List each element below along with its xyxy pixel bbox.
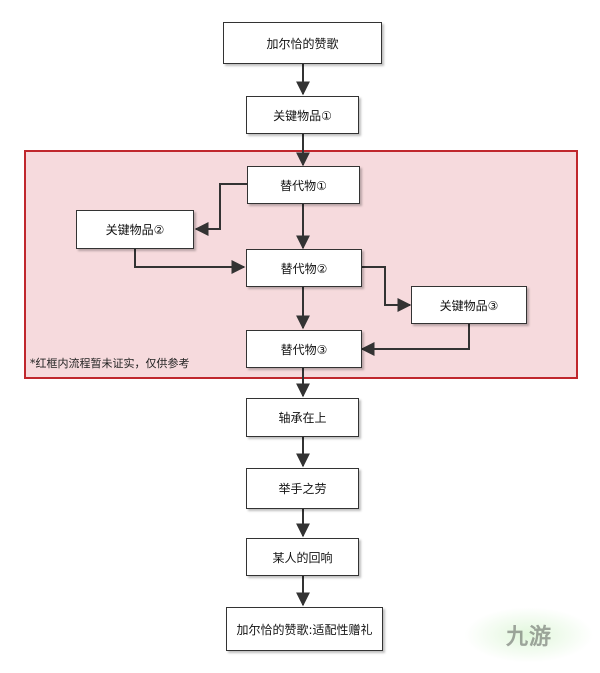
- edge-key2-to-sub2: [134, 249, 246, 274]
- node-key-item-3: 关键物品③: [411, 286, 527, 324]
- jiuyou-watermark: 九游: [464, 607, 594, 663]
- node-helping-hand: 举手之劳: [246, 468, 359, 509]
- node-key-item-1: 关键物品①: [246, 96, 359, 134]
- node-end: 加尔恰的赞歌:适配性赠礼: [226, 607, 383, 651]
- watermark-text: 九游: [505, 625, 552, 650]
- node-substitute-2: 替代物②: [246, 249, 362, 287]
- node-someone-echo: 某人的回响: [246, 538, 359, 576]
- node-key-item-2: 关键物品②: [76, 210, 194, 249]
- edge-key3-to-sub3: [360, 324, 470, 356]
- unverified-note: *红框内流程暂未证实，仅供参考: [30, 357, 190, 370]
- edge-sub2-to-key3: [362, 266, 412, 312]
- node-start: 加尔恰的赞歌: [223, 22, 382, 64]
- node-bearing: 轴承在上: [246, 398, 359, 437]
- node-substitute-1: 替代物①: [247, 166, 360, 204]
- edge-sub1-to-key2: [194, 183, 247, 236]
- node-substitute-3: 替代物③: [246, 330, 362, 368]
